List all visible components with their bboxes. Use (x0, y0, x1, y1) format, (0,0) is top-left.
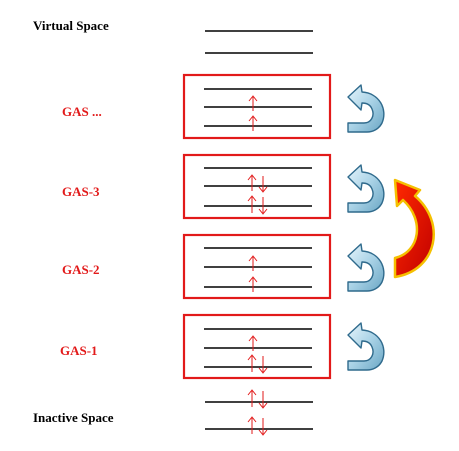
gas3-box (182, 153, 332, 220)
electron-pair (247, 389, 268, 409)
inactive-space-label: Inactive Space (33, 410, 114, 425)
gas2-label: GAS-2 (62, 262, 100, 277)
electron-pair (247, 174, 268, 193)
electron-up (248, 276, 258, 292)
red-curved-arrow-icon (393, 178, 435, 279)
gas3-border (182, 153, 332, 220)
curved-arrow-icon (347, 84, 385, 133)
virtual-space-levels (205, 30, 313, 54)
gas-more-label: GAS ... (62, 104, 102, 119)
gas-more-box (182, 73, 332, 140)
curved-arrow-icon (347, 322, 385, 371)
inactive-space-levels (205, 389, 313, 436)
gas-more-border (182, 73, 332, 140)
electron-up (248, 115, 258, 131)
electron-up (248, 335, 258, 351)
gas1-label: GAS-1 (60, 343, 98, 358)
electron-pair (247, 354, 268, 374)
curved-arrow-icon (347, 243, 385, 292)
electron-pair (247, 195, 268, 215)
gas3-label: GAS-3 (62, 184, 100, 199)
virtual-space-label: Virtual Space (33, 18, 109, 33)
electron-pair (247, 416, 268, 436)
gas2-border (182, 233, 332, 300)
curved-arrow-icon (347, 164, 385, 213)
electron-up (248, 255, 258, 271)
gas1-border (182, 313, 332, 380)
gas2-box (182, 233, 332, 300)
electron-up (248, 95, 258, 111)
gas1-box (182, 313, 332, 380)
